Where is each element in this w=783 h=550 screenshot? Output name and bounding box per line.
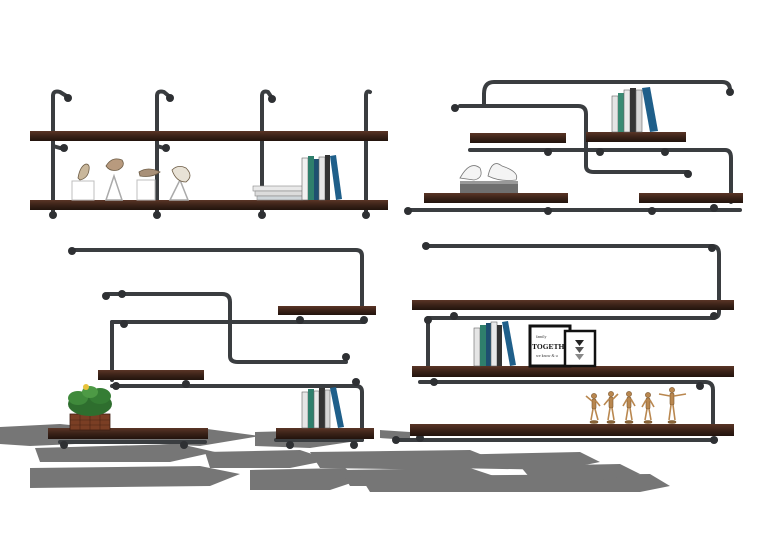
shelf-unit-top-right (404, 80, 743, 215)
wooden-shelf (48, 428, 208, 439)
tripod-stand (104, 173, 124, 201)
poster-line-2: TOGETHE (532, 342, 569, 351)
pipe-frame (408, 80, 742, 212)
pipe-flanges (60, 247, 368, 449)
bird-figurine (459, 165, 482, 181)
white-pedestal (136, 179, 156, 201)
triangle-art-frame (563, 329, 597, 368)
mannequin-figure (603, 391, 619, 424)
bird-figurine (487, 163, 518, 181)
wooden-shelf (98, 370, 204, 380)
poster-line-3: we know & u (536, 353, 558, 358)
book-stack (252, 155, 342, 201)
bird-figurine (138, 168, 161, 177)
poster-line-1: family (536, 334, 546, 339)
wooden-shelf (424, 193, 568, 203)
potted-plant (68, 384, 112, 431)
bird-figurine (77, 163, 90, 181)
tripod-stand (168, 178, 190, 201)
wooden-shelf (470, 133, 566, 143)
book-stack (473, 321, 516, 367)
wooden-shelf (586, 132, 686, 142)
wooden-shelf (30, 131, 388, 141)
bird-figurines (459, 163, 518, 193)
flower (83, 384, 89, 390)
wooden-shelf (276, 428, 374, 439)
shelf-unit-top-left (30, 89, 388, 219)
wooden-shelf (278, 306, 376, 315)
bird-figurines (71, 158, 191, 201)
floor-shadows (0, 424, 670, 492)
bird-figurine (171, 166, 191, 183)
wooden-shelf (639, 193, 743, 203)
white-pedestal (71, 180, 95, 201)
wooden-shelf (30, 200, 388, 210)
pipe-frame (58, 248, 366, 444)
wooden-shelf (412, 366, 734, 377)
bird-figurine (105, 158, 124, 171)
wooden-shelf (412, 300, 734, 310)
pipe-flanges (404, 88, 734, 215)
mannequin-figure (658, 387, 687, 424)
mannequin-figure (622, 391, 636, 424)
book-stack (301, 387, 344, 429)
wooden-mannequin-figures (585, 387, 687, 424)
book-stack (611, 87, 658, 133)
shelf-unit-bottom-right: family TOGETHE we know & u (392, 242, 734, 444)
pipe-flanges (392, 242, 718, 444)
shelf-unit-bottom-left (48, 247, 376, 449)
mannequin-figure (585, 393, 601, 424)
wooden-shelf (410, 424, 734, 436)
pipe-flanges (49, 94, 370, 219)
mannequin-figure (641, 392, 655, 424)
